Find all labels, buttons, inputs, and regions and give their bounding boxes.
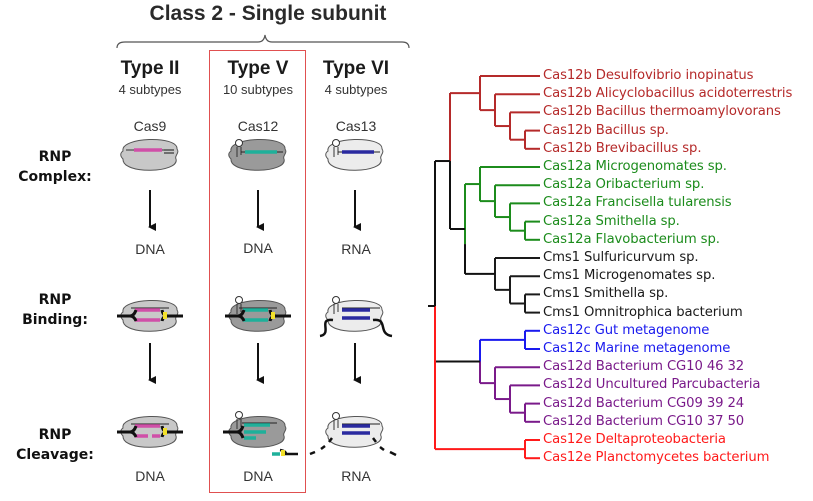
dna-left-end	[223, 425, 245, 439]
row-label-line1: RNP	[38, 292, 72, 308]
row-label-line2: Cleavage:	[16, 447, 94, 463]
type-vi-cleavage-target-label: RNA	[341, 468, 371, 484]
tree-leaf-label: Cms1 Microgenomates sp.	[543, 268, 716, 284]
crrna-stem	[236, 147, 242, 157]
crrna-stem	[333, 304, 339, 314]
tree-leaf-label: Cas12b Brevibacillus sp.	[543, 140, 702, 156]
type-v-target-label: DNA	[243, 240, 273, 256]
rnp-complex-cas9	[120, 139, 179, 171]
type-v-highlight-box	[209, 50, 306, 493]
tree-leaf-label: Cas12c Gut metagenome	[543, 322, 710, 338]
cas12-label: Cas12	[237, 118, 279, 134]
type-ii-cleavage-target-label: DNA	[135, 468, 165, 484]
crrna-hairpin-icon	[332, 412, 340, 420]
tree-leaf-label: Cas12e Planctomycetes bacterium	[543, 450, 770, 466]
type-vi-heading: Type VI	[322, 58, 390, 79]
type-vi-target-label: RNA	[341, 241, 371, 257]
type-vi-subtypes: 4 subtypes	[324, 82, 388, 97]
tree-leaf-label: Cas12b Desulfovibrio inopinatus	[543, 68, 754, 83]
crrna-stem	[333, 147, 339, 157]
type-ii-subtypes: 4 subtypes	[118, 82, 182, 97]
cleaved-rna-fragment	[372, 437, 377, 443]
class-brace	[116, 34, 410, 49]
pam-marker	[271, 312, 275, 319]
rnp-complex-label: RNP Complex:	[5, 147, 105, 187]
pam-marker	[163, 312, 167, 319]
tree-leaf-label: Cas12e Deltaproteobacteria	[543, 432, 726, 447]
crrna-stem	[236, 419, 242, 429]
crrna-hairpin-icon	[332, 139, 340, 147]
rnp-binding-label: RNP Binding:	[5, 290, 105, 330]
tree-leaf-label: Cas12a Smithella sp.	[543, 213, 680, 229]
type-v-heading: Type V	[227, 58, 289, 79]
pam-marker	[163, 428, 167, 435]
crrna-stem	[333, 420, 339, 430]
target-rna-right	[372, 318, 393, 338]
crrna-hairpin-icon	[235, 139, 243, 147]
tree-leaf-label: Cms1 Smithella sp.	[543, 286, 669, 302]
tree-leaf-label: Cas12a Oribacterium sp.	[543, 177, 705, 193]
row-label-line2: Binding:	[22, 312, 88, 328]
type-v-subtypes: 10 subtypes	[222, 82, 294, 97]
tree-leaf-label: Cas12b Bacillus sp.	[543, 122, 669, 138]
cleaved-rna-fragment	[389, 450, 397, 457]
tree-leaf-label: Cas12d Uncultured Parcubacteria	[543, 377, 761, 393]
row-label-line1: RNP	[38, 427, 72, 443]
diagram-title: Class 2 - Single subunit	[149, 2, 387, 25]
row-label-line1: RNP	[38, 149, 72, 165]
crrna-hairpin-icon	[235, 411, 243, 419]
dna-left-end	[225, 309, 246, 322]
crrna-hairpin-icon	[332, 296, 340, 304]
target-rna-left	[319, 318, 334, 338]
dna-left-end	[117, 425, 138, 438]
tree-leaf-label: Cas12b Alicyclobacillus acidoterrestris	[543, 86, 793, 102]
rnp-complex-cas13	[325, 139, 384, 171]
tree-leaf-label: Cas12a Francisella tularensis	[543, 195, 732, 211]
cleaved-rna-fragment	[320, 445, 326, 450]
row-label-line2: Complex:	[18, 169, 92, 185]
pam-marker	[281, 450, 285, 456]
cas9-label: Cas9	[133, 118, 167, 134]
tree-leaf-label: Cas12b Bacillus thermoamylovorans	[543, 104, 781, 120]
tree-leaf-label: Cas12a Microgenomates sp.	[543, 159, 727, 174]
type-v-cleavage-target-label: DNA	[243, 468, 273, 484]
rnp-complex-cas12	[228, 139, 287, 171]
dna-left-end	[117, 309, 138, 322]
cas13-label: Cas13	[335, 118, 377, 134]
type-ii-target-label: DNA	[135, 241, 165, 257]
rnp-cleavage-label: RNP Cleavage:	[5, 425, 105, 465]
cleaved-rna-fragment	[328, 437, 333, 443]
tree-leaf-label: Cms1 Omnitrophica bacterium	[543, 304, 743, 320]
tree-leaf-label: Cas12d Bacterium CG10 46 32	[543, 359, 745, 375]
cleaved-rna-fragment	[379, 446, 385, 451]
cleaved-rna-fragment	[309, 450, 316, 456]
tree-leaf-label: Cas12a Flavobacterium sp.	[543, 231, 720, 247]
crrna-hairpin-icon	[235, 296, 243, 304]
tree-leaf-label: Cas12d Bacterium CG09 39 24	[543, 395, 745, 411]
tree-leaf-label: Cms1 Sulfuricurvum sp.	[543, 250, 699, 265]
type-ii-heading: Type II	[120, 58, 180, 79]
tree-leaf-label: Cas12d Bacterium CG10 37 50	[543, 413, 745, 429]
tree-leaf-label: Cas12c Marine metagenome	[543, 341, 731, 356]
